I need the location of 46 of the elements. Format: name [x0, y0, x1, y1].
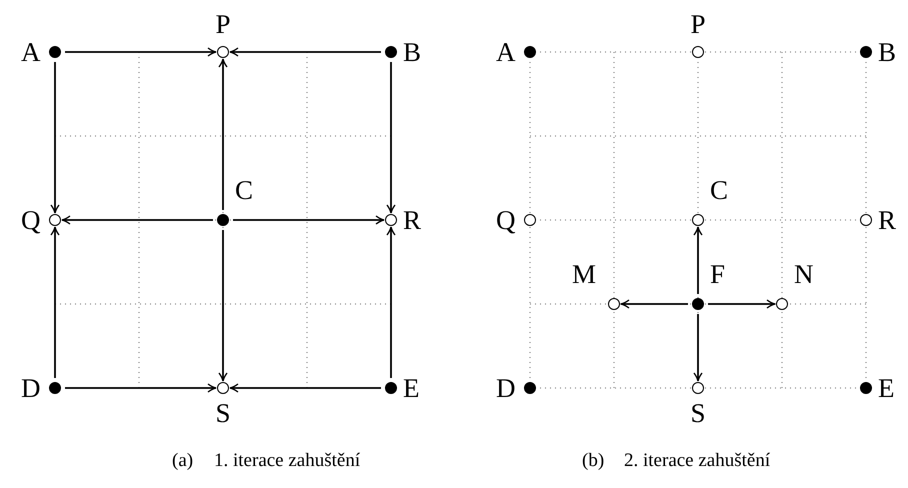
filled-point	[524, 46, 536, 58]
hollow-point	[524, 214, 536, 226]
point-label: D	[496, 374, 516, 402]
subfigure-tag: (b)	[582, 450, 604, 472]
subfigure-caption: 2. iterace zahuštění	[624, 450, 770, 472]
hollow-point	[217, 46, 229, 58]
hollow-point	[385, 214, 397, 226]
filled-point	[385, 46, 397, 58]
subfigure-caption: 1. iterace zahuštění	[214, 450, 360, 472]
point-label: B	[403, 38, 422, 66]
point-label: B	[878, 38, 896, 66]
point-label: A	[496, 38, 516, 66]
filled-point	[860, 46, 872, 58]
filled-point	[217, 214, 229, 226]
point-label: C	[710, 177, 728, 204]
hollow-point	[860, 214, 872, 226]
hollow-point	[608, 298, 620, 310]
point-label: E	[878, 374, 894, 402]
hollow-point	[776, 298, 788, 310]
hollow-point	[217, 382, 229, 394]
point-label: F	[710, 261, 726, 288]
point-label: E	[403, 374, 420, 402]
point-label: D	[21, 374, 40, 402]
hollow-point	[49, 214, 61, 226]
point-label: P	[216, 11, 231, 38]
subfigure-tag: (a)	[172, 450, 194, 472]
point-label: C	[235, 177, 254, 204]
hollow-point	[692, 46, 704, 58]
point-label: M	[572, 261, 596, 288]
filled-point	[524, 382, 536, 394]
point-label: S	[216, 400, 231, 427]
point-label: Q	[496, 206, 516, 234]
point-label: N	[794, 261, 814, 288]
filled-point	[692, 298, 704, 310]
filled-point	[49, 46, 61, 58]
point-label: A	[21, 38, 40, 66]
hollow-point	[692, 382, 704, 394]
point-label: R	[878, 206, 896, 234]
point-label: S	[690, 400, 706, 427]
filled-point	[49, 382, 61, 394]
point-label: Q	[21, 206, 40, 234]
point-label: R	[403, 206, 422, 234]
hollow-point	[692, 214, 704, 226]
point-label: P	[690, 11, 706, 38]
filled-point	[860, 382, 872, 394]
filled-point	[385, 382, 397, 394]
